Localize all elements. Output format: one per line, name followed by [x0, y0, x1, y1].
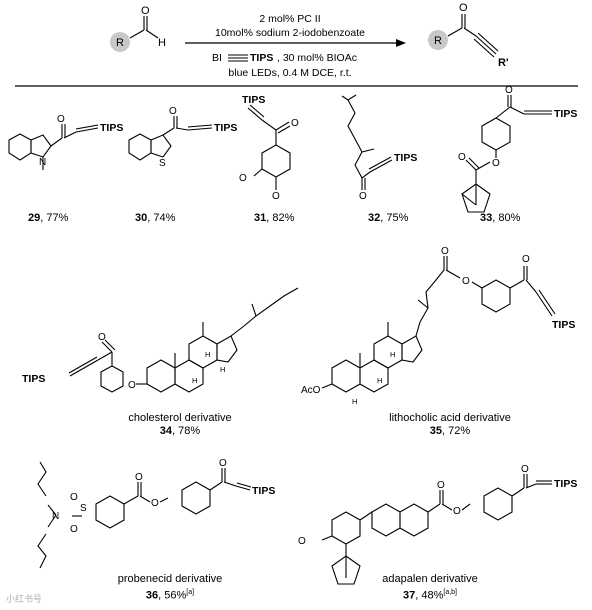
svg-text:H: H: [390, 350, 395, 359]
svg-text:O: O: [70, 524, 78, 535]
caption-34: cholesterol derivative 34, 78%: [100, 412, 260, 438]
caption-37: adapalen derivative 37, 48%[a,b]: [350, 573, 510, 603]
svg-text:TIPS: TIPS: [554, 478, 577, 490]
structure-33: [461, 95, 552, 213]
svg-text:O: O: [98, 332, 106, 343]
svg-text:O: O: [462, 276, 470, 287]
svg-text:O: O: [459, 2, 468, 14]
structure-31: [247, 104, 291, 190]
svg-text:O: O: [135, 472, 143, 483]
svg-text:O: O: [70, 492, 78, 503]
svg-text:R: R: [116, 37, 124, 49]
caption-30: 30, 74%: [135, 212, 176, 224]
condition-catalyst: 2 mol% PC II: [259, 13, 320, 25]
svg-text:H: H: [158, 37, 166, 49]
watermark: 小红书号: [6, 594, 43, 604]
svg-text:TIPS: TIPS: [252, 485, 275, 497]
svg-text:TIPS: TIPS: [552, 319, 575, 331]
svg-text:R: R: [434, 35, 442, 47]
svg-text:TIPS: TIPS: [100, 122, 123, 134]
structure-32: [341, 94, 393, 190]
caption-36-name: probenecid derivative: [117, 573, 223, 585]
svg-text:AcO: AcO: [301, 385, 321, 396]
svg-text:H: H: [377, 376, 382, 385]
condition-additive: 10mol% sodium 2-iodobenzoate: [215, 27, 365, 39]
svg-text:H: H: [220, 365, 225, 374]
product-ynone: R O R': [428, 2, 509, 69]
svg-text:O: O: [272, 191, 280, 202]
caption-29: 29, 77%: [28, 212, 69, 224]
svg-text:N: N: [52, 511, 59, 522]
svg-text:O: O: [141, 5, 150, 17]
svg-text:O: O: [169, 106, 177, 117]
structure-35: [321, 256, 556, 393]
structure-36: [37, 461, 252, 569]
structure-30: [128, 116, 213, 161]
svg-text:O: O: [239, 173, 247, 184]
caption-37-name: adapalen derivative: [382, 573, 478, 585]
svg-text:O: O: [441, 246, 449, 257]
caption-31: 31, 82%: [254, 212, 295, 224]
svg-text:O: O: [359, 191, 367, 202]
caption-35-name: lithocholic acid derivative: [389, 412, 511, 424]
svg-text:O: O: [458, 152, 466, 163]
svg-text:TIPS: TIPS: [22, 373, 45, 385]
caption-34-name: cholesterol derivative: [128, 412, 232, 424]
svg-text:, 30 mol% BIOAc: , 30 mol% BIOAc: [277, 52, 357, 64]
svg-text:O: O: [151, 498, 159, 509]
caption-35: lithocholic acid derivative 35, 72%: [370, 412, 530, 438]
svg-text:BI: BI: [212, 52, 222, 64]
svg-text:O: O: [291, 118, 299, 129]
condition-reagent: BI TIPS , 30 mol% BIOAc: [212, 52, 357, 64]
svg-text:TIPS: TIPS: [214, 122, 237, 134]
svg-text:O: O: [521, 464, 529, 475]
reactant-aldehyde: R O H: [110, 5, 166, 52]
svg-text:O: O: [57, 114, 65, 125]
svg-text:H: H: [192, 376, 197, 385]
svg-text:O: O: [505, 85, 513, 96]
structure-29: [8, 124, 99, 170]
svg-text:TIPS: TIPS: [394, 152, 417, 164]
svg-text:TIPS: TIPS: [250, 52, 273, 64]
svg-text:TIPS: TIPS: [554, 108, 577, 120]
svg-text:O: O: [522, 254, 530, 265]
svg-text:O: O: [128, 380, 136, 391]
svg-text:H: H: [205, 350, 210, 359]
svg-text:O: O: [492, 158, 500, 169]
svg-text:R': R': [498, 57, 509, 69]
svg-text:O: O: [298, 536, 306, 547]
svg-text:N: N: [39, 157, 46, 168]
svg-text:O: O: [219, 458, 227, 469]
condition-light-solvent: blue LEDs, 0.4 M DCE, r.t.: [228, 67, 351, 79]
reaction-arrow: [185, 39, 406, 47]
structure-37: [321, 474, 552, 585]
svg-text:O: O: [437, 480, 445, 491]
svg-text:O: O: [453, 506, 461, 517]
svg-text:S: S: [159, 158, 166, 169]
caption-33: 33, 80%: [480, 212, 521, 224]
structure-34: [68, 287, 299, 393]
svg-text:TIPS: TIPS: [242, 94, 265, 106]
svg-text:H: H: [352, 397, 357, 406]
svg-text:S: S: [80, 503, 87, 514]
caption-32: 32, 75%: [368, 212, 409, 224]
caption-36: probenecid derivative 36, 56%[a]: [90, 573, 250, 603]
